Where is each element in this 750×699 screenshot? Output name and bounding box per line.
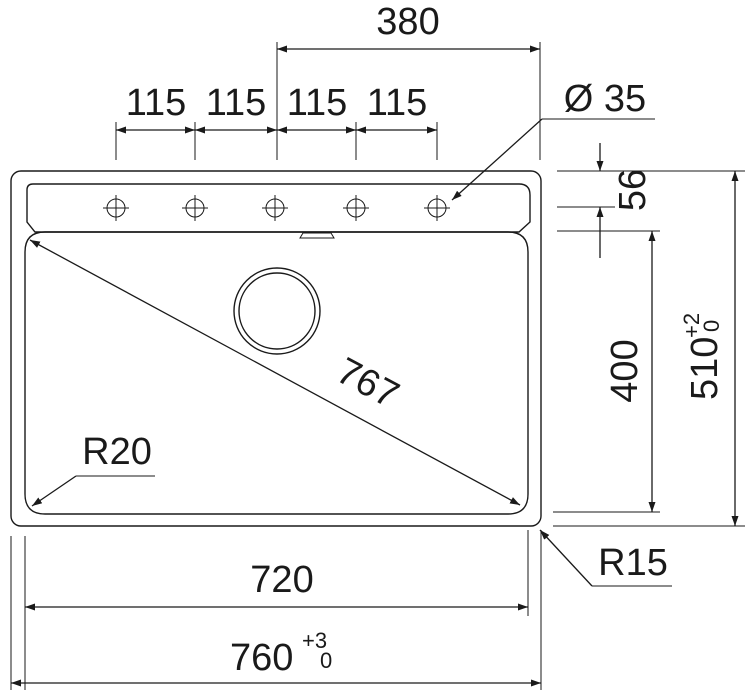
dim-hole-diameter: Ø 35: [451, 78, 655, 201]
dim-510: 510 +2 0: [553, 170, 745, 527]
drain-inner: [238, 272, 316, 350]
tap-hole-5: [424, 195, 450, 221]
tap-hole-1: [103, 195, 129, 221]
bowl-outline: [24, 231, 529, 515]
dim-r15: R15: [539, 529, 672, 587]
dim-r15-label: R15: [598, 542, 668, 584]
dim-380-label: 380: [376, 1, 439, 43]
dim-510-tol-lower: 0: [699, 320, 724, 332]
sink-outer-rim: [10, 170, 542, 527]
dim-760-label: 760: [230, 637, 293, 679]
dim-400-label: 400: [604, 339, 646, 402]
dim-115-label-2: 115: [206, 82, 267, 124]
drain-outer: [233, 267, 321, 355]
dim-r20-label: R20: [82, 431, 152, 473]
dim-400: 400: [553, 231, 660, 513]
tap-holes: [103, 195, 450, 221]
dim-115-label-3: 115: [287, 82, 348, 124]
dim-115-label-1: 115: [126, 82, 187, 124]
dim-380: 380: [276, 1, 541, 160]
dim-510-label: 510: [684, 337, 726, 400]
drainer-shelf: [26, 183, 531, 233]
dim-720: 720: [24, 530, 529, 690]
dim-hole-diameter-label: Ø 35: [564, 78, 646, 120]
dim-760-tol-lower: 0: [320, 648, 332, 673]
overflow-slot: [299, 232, 335, 239]
dim-760-tol-upper: +3: [302, 628, 327, 653]
dim-r20: R20: [31, 431, 155, 507]
dim-760: 760 +3 0: [10, 530, 542, 690]
tap-hole-3: [262, 195, 288, 221]
tap-hole-2: [182, 195, 208, 221]
dim-115-label-4: 115: [367, 82, 428, 124]
dim-767-label: 767: [330, 350, 406, 417]
tap-hole-4: [343, 195, 369, 221]
dim-hole-spacing: 115 115 115 115: [115, 82, 438, 160]
dim-56-label: 56: [612, 169, 654, 211]
dim-510-tol-upper: +2: [679, 313, 704, 338]
dim-56: 56: [557, 143, 660, 258]
dim-720-label: 720: [250, 559, 313, 601]
